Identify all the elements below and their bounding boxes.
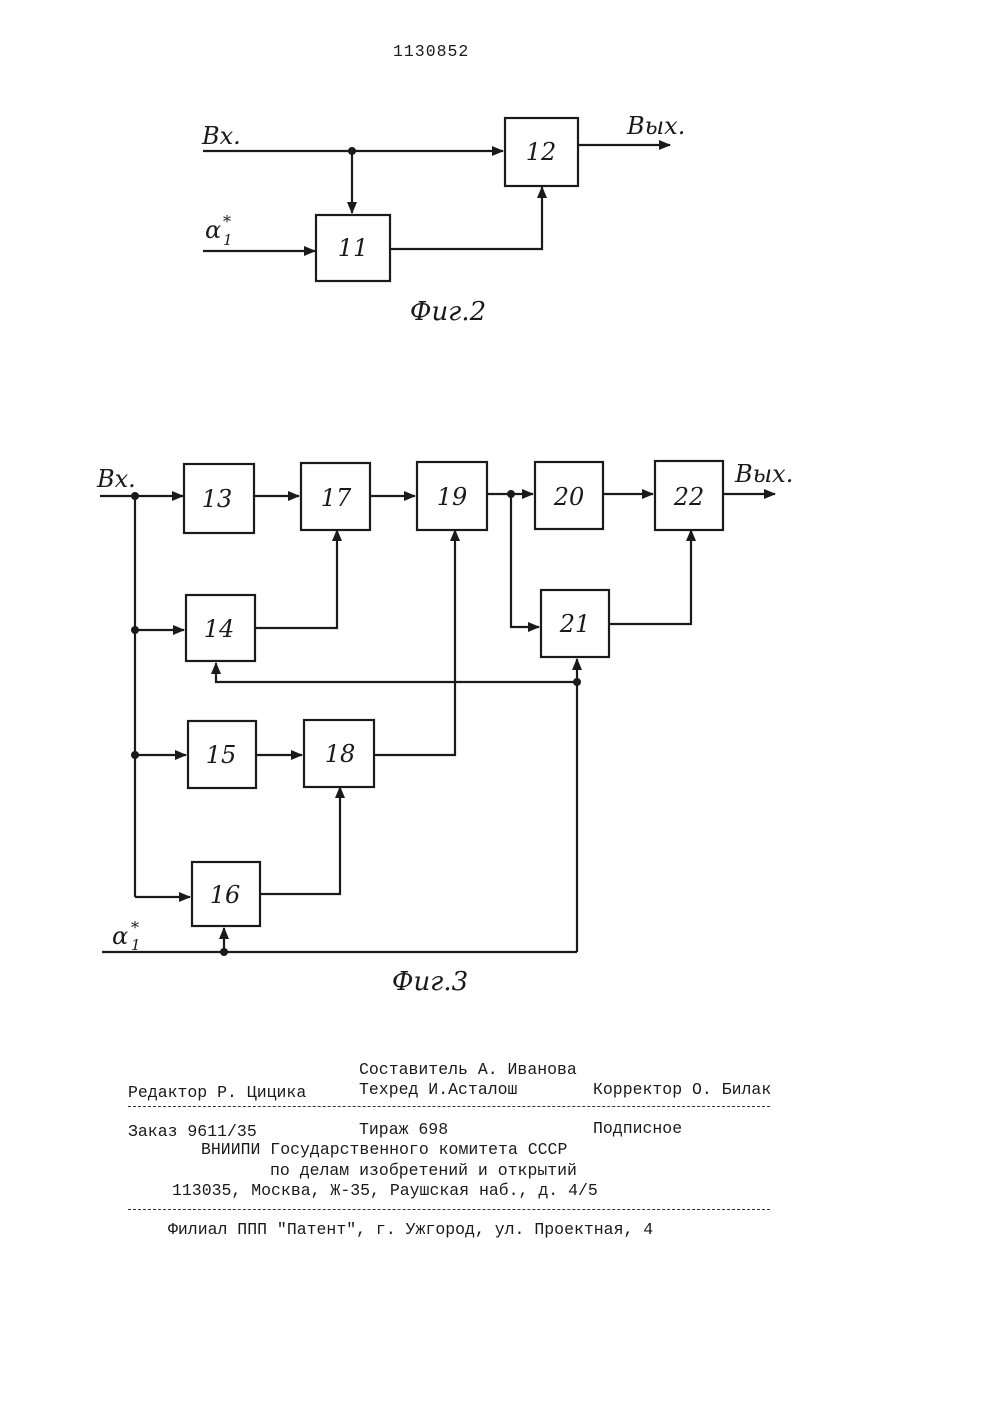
fig2-block-12-label: 12 — [526, 138, 557, 166]
fig3-wire-16-18 — [260, 787, 340, 894]
fig3-alpha-sub: 1 — [131, 936, 141, 954]
fig3-block-15-label: 15 — [206, 741, 237, 769]
order-line: Заказ 9611/35 — [128, 1124, 257, 1141]
subscription-line: Подписное — [593, 1121, 682, 1138]
fig2-alpha-label: α — [205, 216, 221, 244]
fig3-wire-21-22 — [609, 530, 691, 624]
fig3-block-14-label: 14 — [204, 615, 235, 643]
fig2-alpha-sup: * — [223, 212, 231, 231]
fig3-alpha-sup: * — [131, 918, 139, 937]
fig3-alpha-label: α — [112, 922, 128, 950]
fig2-block-11-label: 11 — [338, 234, 369, 262]
fig3-output-label: Вых. — [734, 460, 793, 488]
fig3-wire-alpha-14 — [216, 663, 577, 682]
divider-bottom — [128, 1209, 770, 1210]
fig2-input-label: Вх. — [201, 122, 241, 150]
fig3-block-17-label: 17 — [321, 484, 352, 512]
fig3-block-20-label: 20 — [553, 483, 585, 511]
fig3-block-22-label: 22 — [673, 483, 705, 511]
org-line-2: по делам изобретений и открытий — [270, 1163, 577, 1180]
figure-3: 13 17 19 20 22 14 21 15 18 16 Вх. Вых. α… — [96, 460, 793, 997]
figure-2: 11 12 Вх. Вых. α * 1 Фиг.2 — [201, 112, 685, 327]
fig3-wire-18-19 — [374, 530, 455, 755]
org-address: 113035, Москва, Ж-35, Раушская наб., д. … — [172, 1183, 598, 1200]
fig2-caption: Фиг.2 — [410, 297, 486, 327]
org-line-1: ВНИИПИ Государственного комитета СССР — [201, 1142, 567, 1159]
divider-top — [128, 1106, 770, 1107]
branch-line: Филиал ППП "Патент", г. Ужгород, ул. Про… — [168, 1222, 653, 1239]
corrector-line: Корректор О. Билак — [593, 1082, 771, 1099]
fig3-block-19-label: 19 — [437, 483, 468, 511]
fig3-wire-14-17 — [255, 530, 337, 628]
fig3-block-16-label: 16 — [210, 881, 241, 909]
fig2-output-label: Вых. — [626, 112, 685, 140]
fig3-block-21-label: 21 — [559, 610, 591, 638]
fig3-block-13-label: 13 — [202, 485, 233, 513]
techred-line: Техред И.Асталош — [359, 1082, 517, 1099]
fig2-11-to-12-wire — [390, 187, 542, 249]
fig3-caption: Фиг.3 — [392, 967, 468, 997]
editor-line: Редактор Р. Цицика — [128, 1085, 306, 1102]
fig3-input-label: Вх. — [96, 465, 136, 493]
fig2-alpha-sub: 1 — [223, 231, 233, 249]
compiler-line: Составитель А. Иванова — [359, 1062, 577, 1079]
circulation-line: Тираж 698 — [359, 1122, 448, 1139]
fig3-block-18-label: 18 — [325, 740, 356, 768]
